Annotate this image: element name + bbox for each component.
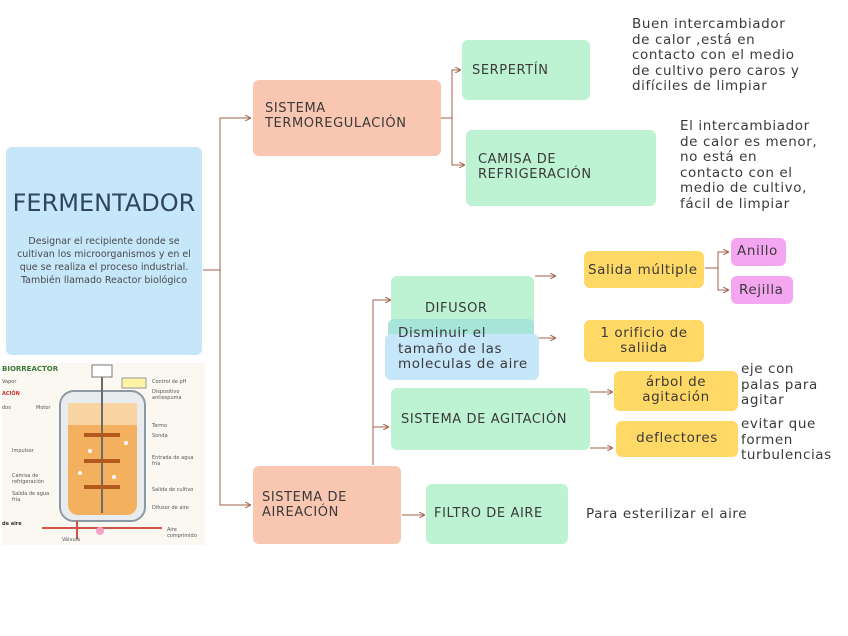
serpentin-label: SERPERTÍN (472, 63, 549, 78)
orificio-node: 1 orificio de saliida (584, 320, 704, 362)
camisa-note: El intercambiador de calor es menor, no … (680, 118, 818, 212)
camisa-label: CAMISA DE REFRIGERACIÓN (478, 152, 592, 182)
anillo-label: Anillo (737, 243, 778, 259)
bioreactor-label: Válvula (62, 537, 81, 543)
bioreactor-label: Motor (36, 405, 51, 411)
bioreactor-image: BIORREACTOR Vapor ACIÓN dos Motor Dispos… (2, 363, 205, 545)
serpentin-note: Buen intercambiador de calor ,está en co… (632, 16, 800, 94)
bioreactor-label: Salida de agua fría (12, 491, 50, 503)
bioreactor-label: Vapor (2, 379, 17, 385)
difusor-note-node (385, 334, 539, 380)
termoregulacion-label: SISTEMA TERMOREGULACIÓN (265, 101, 407, 131)
deflectores-label: deflectores (636, 430, 718, 446)
camisa-node: CAMISA DE REFRIGERACIÓN (466, 130, 656, 206)
bioreactor-label: dos (2, 405, 11, 411)
bioreactor-label: Sonda (152, 433, 168, 439)
orificio-label: 1 orificio de saliida (600, 325, 688, 356)
bioreactor-label: ACIÓN (2, 391, 20, 397)
agitacion-node: SISTEMA DE AGITACIÓN (391, 388, 590, 450)
filtro-note: Para esterilizar el aire (586, 506, 748, 522)
bioreactor-label: de aire (2, 521, 22, 527)
serpentin-node: SERPERTÍN (462, 40, 590, 100)
rejilla-label: Rejilla (739, 282, 784, 298)
bioreactor-label: Entrada de agua fría (152, 455, 194, 467)
bioreactor-title: BIORREACTOR (2, 365, 59, 373)
arbol-note: eje con palas para agitar (741, 361, 818, 408)
bioreactor-label: Camisa de refrigeración (12, 473, 44, 485)
agitacion-label: SISTEMA DE AGITACIÓN (401, 412, 568, 427)
aireacion-node: SISTEMA DE AIREACIÓN (253, 466, 401, 544)
salida-multiple-label: Salida múltiple (588, 262, 698, 278)
filtro-label: FILTRO DE AIRE (434, 506, 543, 521)
bioreactor-label: Dispositivo antiespuma (152, 389, 182, 401)
difusor-note: Disminuir el tamaño de las moleculas de … (398, 325, 528, 372)
fermentador-title: FERMENTADOR (12, 189, 196, 217)
deflectores-node: deflectores (616, 421, 738, 457)
bioreactor-label: Difusor de aire (152, 505, 189, 511)
fermentador-node: FERMENTADOR Designar el recipiente donde… (6, 147, 202, 355)
bioreactor-label: Aire comprimido (167, 527, 197, 539)
arbol-label: árbol de agitación (642, 374, 710, 405)
bioreactor-label: Salida de cultivo (152, 487, 194, 493)
anillo-node: Anillo (731, 238, 786, 266)
salida-multiple-node: Salida múltiple (584, 251, 704, 288)
filtro-node: FILTRO DE AIRE (426, 484, 568, 544)
fermentador-description: Designar el recipiente donde se cultivan… (17, 236, 191, 286)
rejilla-node: Rejilla (731, 276, 793, 304)
deflectores-note: evitar que formen turbulencias (741, 416, 832, 463)
bioreactor-label: Control de pH (152, 379, 187, 385)
arbol-node: árbol de agitación (614, 371, 738, 411)
difusor-label: DIFUSOR (425, 301, 488, 316)
bioreactor-label: Impulsor (12, 448, 34, 454)
bioreactor-drawing (42, 364, 162, 539)
bioreactor-label: Termo (152, 423, 168, 429)
aireacion-label: SISTEMA DE AIREACIÓN (262, 490, 347, 520)
termoregulacion-node: SISTEMA TERMOREGULACIÓN (253, 80, 441, 156)
